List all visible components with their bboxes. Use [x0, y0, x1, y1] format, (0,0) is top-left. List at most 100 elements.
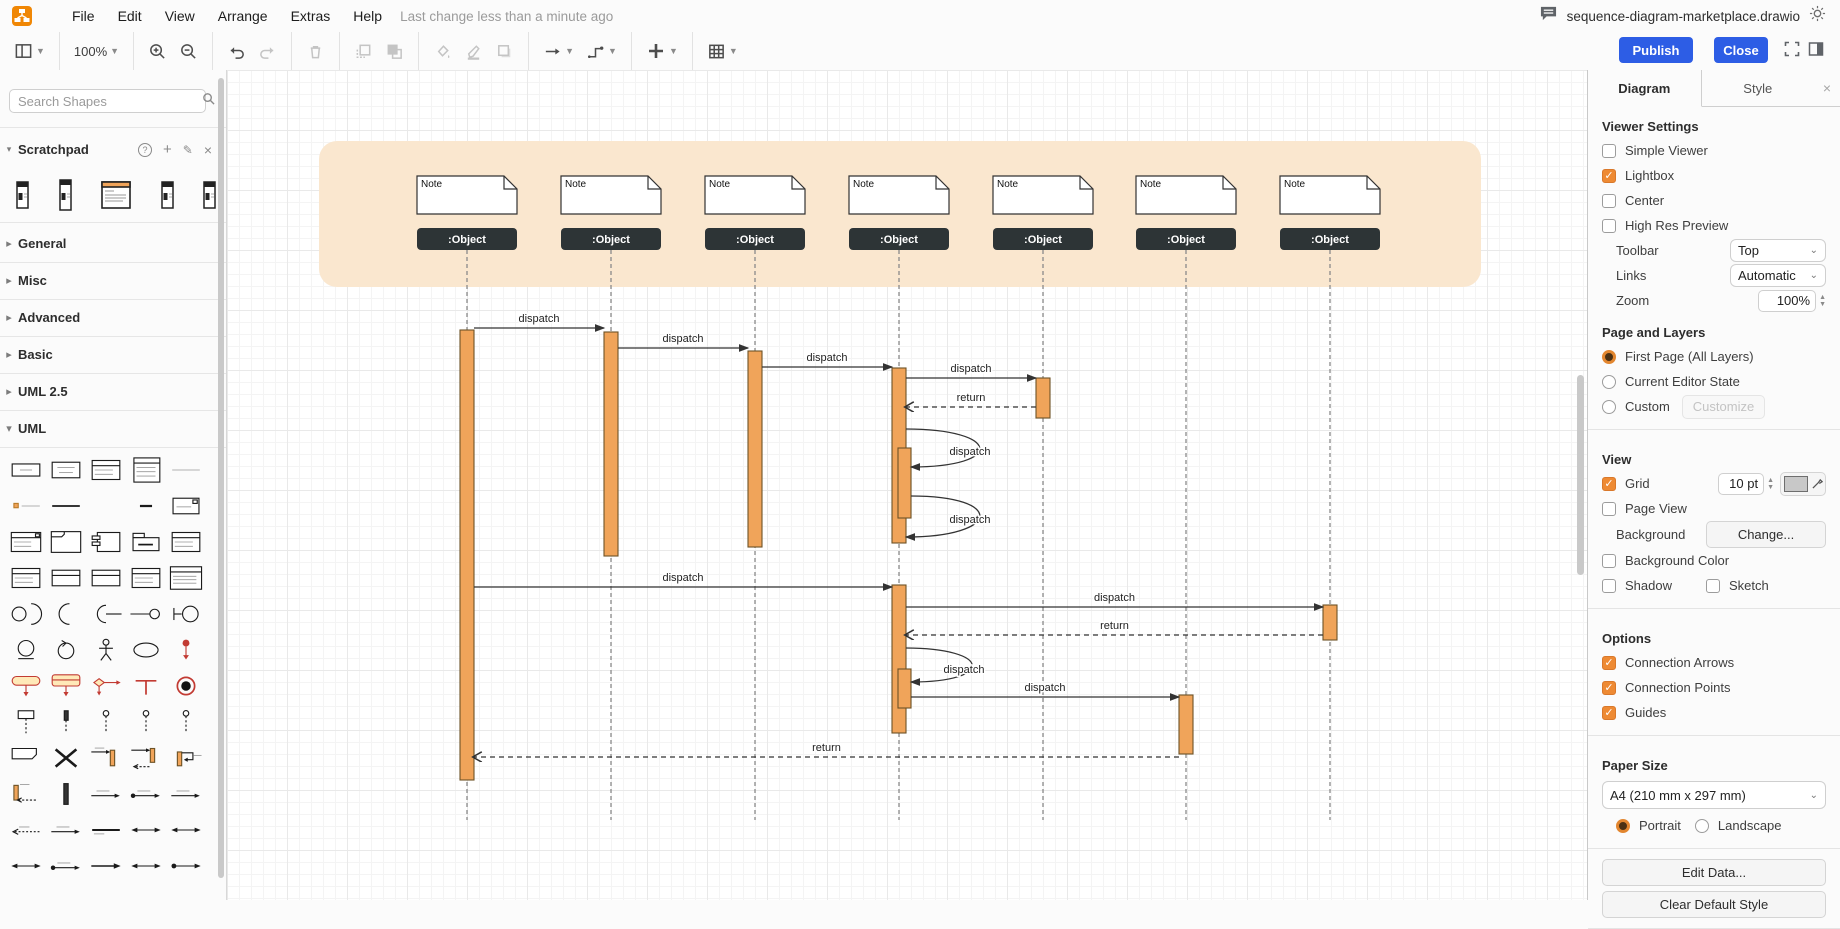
shape-hlinethick[interactable]	[87, 815, 125, 845]
scratchpad-help-icon[interactable]: ?	[137, 142, 152, 157]
insert-icon[interactable]: ▼	[640, 32, 684, 70]
zoom-level-button[interactable]: 100%▼	[73, 43, 120, 59]
radio-unselected[interactable]	[1694, 818, 1709, 833]
scratchpad-shape-3[interactable]	[101, 180, 131, 215]
note-shape-7[interactable]: Note	[1279, 175, 1381, 215]
note-shape-2[interactable]: Note	[560, 175, 662, 215]
table-icon[interactable]: ▼	[701, 32, 744, 70]
tab-style[interactable]: Style	[1743, 80, 1773, 96]
checkbox-checked[interactable]: ✓	[1602, 476, 1616, 491]
close-button[interactable]: Close	[1714, 37, 1768, 63]
check-row[interactable]: Simple Viewer	[1588, 138, 1840, 163]
sidebar-section-general[interactable]: ▸General	[0, 225, 226, 262]
object-header-2[interactable]: :Object	[561, 228, 661, 250]
shape-solidarrow[interactable]	[87, 851, 125, 881]
shape-itemicon[interactable]	[7, 491, 45, 521]
shape-dotarrow[interactable]	[167, 851, 205, 881]
connection-icon[interactable]: ▼	[537, 32, 580, 70]
menu-help[interactable]: Help	[353, 8, 383, 24]
shape-actor[interactable]	[87, 635, 125, 665]
sidebar-scrollbar[interactable]	[218, 78, 224, 878]
shape-llbar[interactable]	[47, 707, 85, 737]
object-header-6[interactable]: :Object	[1136, 228, 1236, 250]
shape-pinred[interactable]	[167, 635, 205, 665]
shape-classplain[interactable]	[47, 563, 85, 593]
checkbox-unchecked[interactable]	[1602, 218, 1616, 233]
checkbox-checked[interactable]: ✓	[1602, 168, 1616, 183]
checkbox-unchecked[interactable]	[1602, 553, 1616, 568]
menu-extras[interactable]: Extras	[290, 8, 331, 24]
shape-control[interactable]	[47, 635, 85, 665]
links-select[interactable]: Automatic⌄	[1730, 264, 1826, 287]
clear-default-style-button[interactable]: Clear Default Style	[1602, 891, 1826, 918]
check-row[interactable]: Center	[1588, 188, 1840, 213]
edit-data--button[interactable]: Edit Data...	[1602, 859, 1826, 886]
shape-lollipop[interactable]	[127, 599, 165, 629]
shape-circles[interactable]	[7, 599, 45, 629]
shape-dblarrow[interactable]	[167, 815, 205, 845]
checkbox-unchecked[interactable]	[1705, 578, 1720, 593]
shape-bullseye[interactable]	[167, 671, 205, 701]
shape-hline[interactable]	[47, 491, 85, 521]
publish-button[interactable]: Publish	[1619, 37, 1693, 63]
shape-dblarrow[interactable]	[127, 851, 165, 881]
shape-frame[interactable]	[47, 527, 85, 557]
check-row[interactable]: ✓Guides	[1588, 700, 1840, 725]
shape-compstate[interactable]	[47, 671, 85, 701]
shape-msgarrow[interactable]	[167, 779, 205, 809]
shape-class3[interactable]	[7, 563, 45, 593]
comments-icon[interactable]	[1539, 5, 1558, 27]
shape-arc[interactable]	[47, 599, 85, 629]
check-row[interactable]: Background Color	[1588, 548, 1840, 573]
shape-class3[interactable]	[167, 527, 205, 557]
shape-msgarrow[interactable]	[87, 779, 125, 809]
scratchpad-shape-1[interactable]	[16, 180, 29, 214]
stepper-control[interactable]: ▲▼	[1819, 293, 1826, 308]
canvas-scrollbar[interactable]	[1577, 375, 1584, 575]
check-row[interactable]: ✓Connection Points	[1588, 675, 1840, 700]
format-panel-toggle-icon[interactable]	[1808, 41, 1824, 62]
check-row[interactable]: ✓Lightbox	[1588, 163, 1840, 188]
shape-llcirc[interactable]	[87, 707, 125, 737]
shape-search[interactable]	[9, 89, 215, 113]
note-shape-1[interactable]: Note	[416, 175, 518, 215]
shape-dblarrow[interactable]	[127, 815, 165, 845]
checkbox-unchecked[interactable]	[1602, 193, 1616, 208]
diagram-canvas[interactable]: Note :Object Note :Object Note :Object Note :Ob…	[227, 70, 1587, 900]
note-shape-5[interactable]: Note	[992, 175, 1094, 215]
fullscreen-icon[interactable]	[1784, 41, 1800, 62]
checkbox-checked[interactable]: ✓	[1602, 655, 1616, 670]
object-header-5[interactable]: :Object	[993, 228, 1093, 250]
shape-llcirc[interactable]	[127, 707, 165, 737]
paper-size-select[interactable]: A4 (210 mm x 297 mm)⌄	[1602, 781, 1826, 809]
shape-boundary[interactable]	[167, 599, 205, 629]
toolbar-select[interactable]: Top⌄	[1730, 239, 1826, 262]
shape-llbox[interactable]	[7, 707, 45, 737]
shape-selfcall2[interactable]	[127, 743, 165, 773]
stepper-control[interactable]: ▲▼	[1767, 476, 1774, 491]
shape-msgarrow[interactable]	[47, 815, 85, 845]
checkbox-checked[interactable]: ✓	[1602, 705, 1616, 720]
shape-ifacebox[interactable]	[47, 455, 85, 485]
shape-oval[interactable]	[127, 635, 165, 665]
shape-classwide[interactable]	[167, 563, 205, 593]
scratchpad-shape-2[interactable]	[58, 178, 72, 216]
shape-selfcallr[interactable]	[167, 743, 205, 773]
zoom-input[interactable]: 100%	[1758, 289, 1817, 312]
note-shape-3[interactable]: Note	[704, 175, 806, 215]
shape-vbar[interactable]	[47, 779, 85, 809]
scratchpad-edit-icon[interactable]: ✎	[182, 142, 193, 157]
shape-socket[interactable]	[87, 599, 125, 629]
shape-itemtext[interactable]	[167, 455, 205, 485]
grid-color-button[interactable]	[1780, 471, 1826, 496]
scratchpad-shape-4[interactable]	[160, 180, 174, 214]
checkbox-checked[interactable]: ✓	[1602, 680, 1616, 695]
panel-close-icon[interactable]: ×	[1822, 80, 1832, 96]
object-header-1[interactable]: :Object	[417, 228, 517, 250]
shape-module[interactable]	[87, 527, 125, 557]
object-header-7[interactable]: :Object	[1280, 228, 1380, 250]
shape-msgdot[interactable]	[47, 851, 85, 881]
shape-class3[interactable]	[127, 563, 165, 593]
shape-activity[interactable]	[7, 671, 45, 701]
